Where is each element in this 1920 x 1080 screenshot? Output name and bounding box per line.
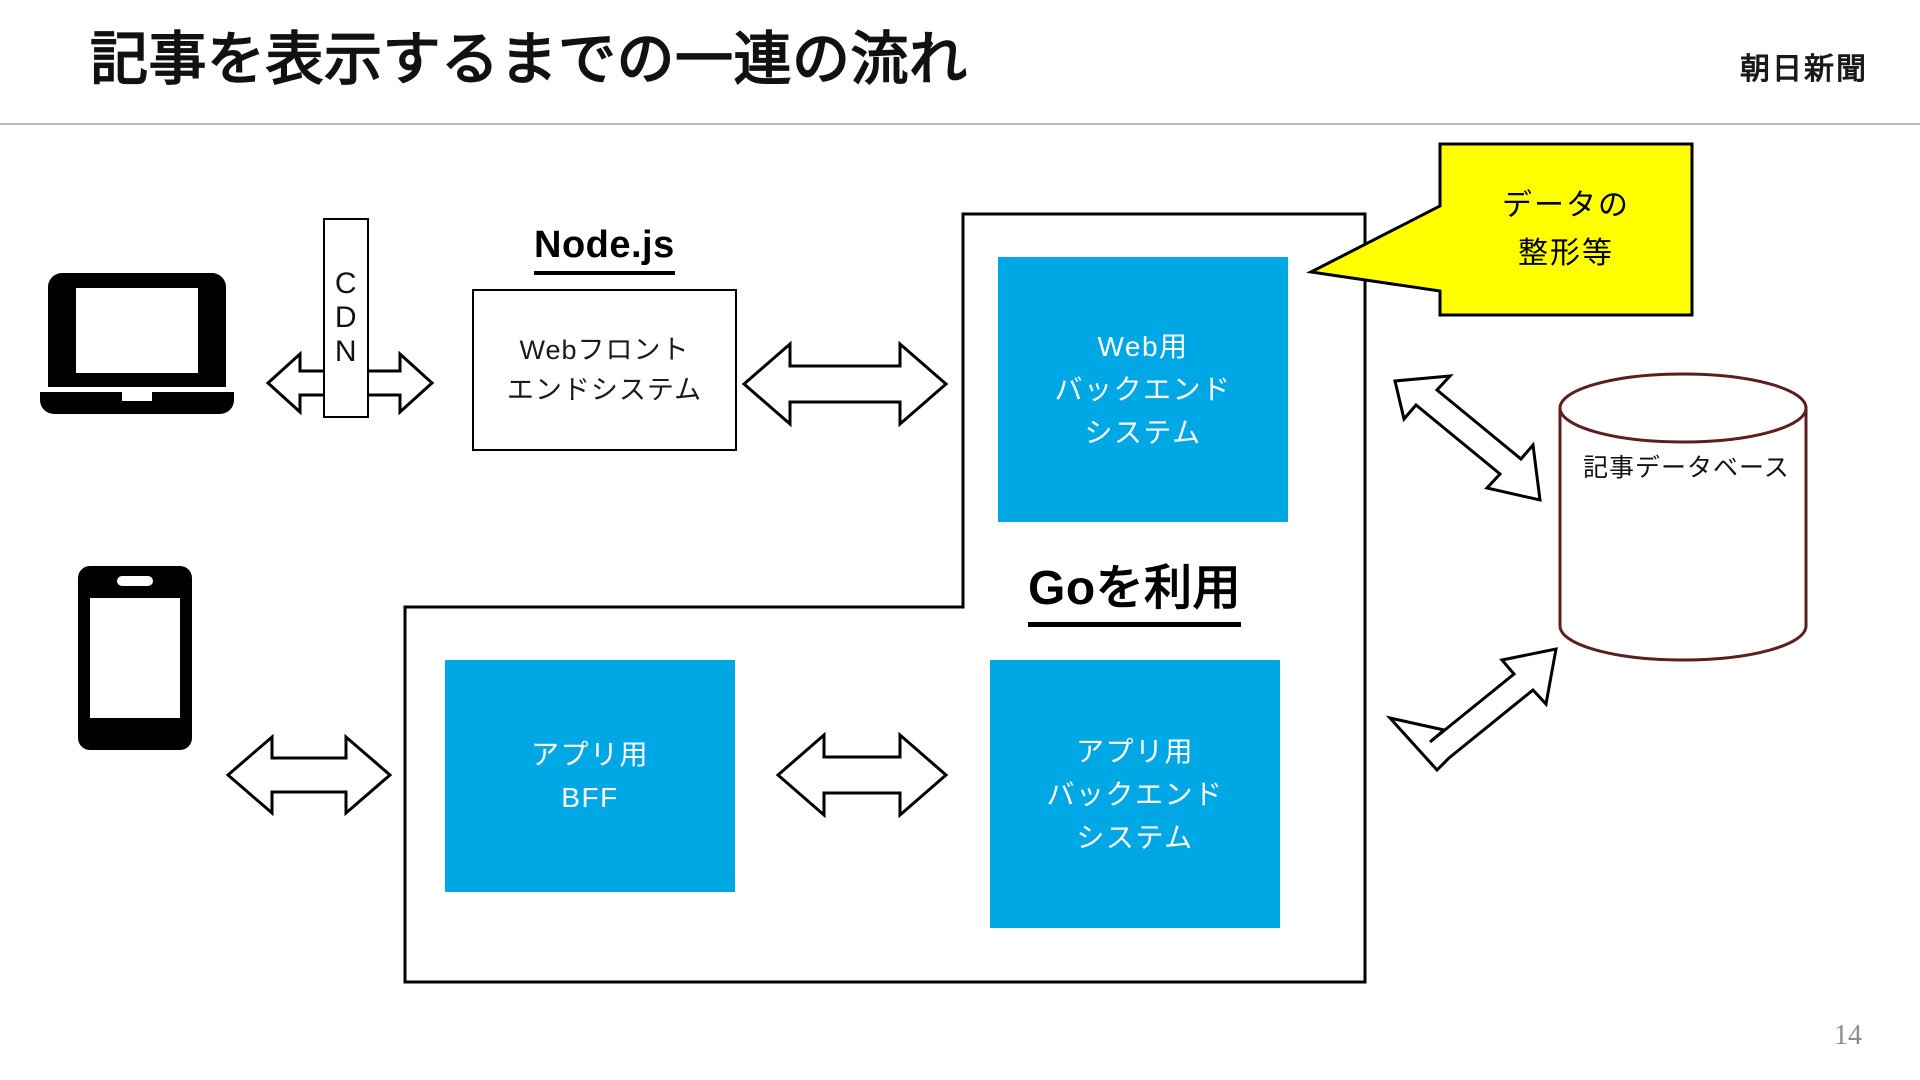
arrow-phone-bff — [225, 733, 393, 817]
cdn-box[interactable]: C D N — [323, 218, 369, 418]
node-app-backend-line-1: アプリ用 — [1075, 735, 1194, 767]
callout-line-2: 整形等 — [1518, 236, 1614, 270]
page-title: 記事を表示するまでの一連の流れ — [90, 27, 968, 92]
node-app-backend-line-3: システム — [1076, 821, 1194, 853]
node-web-backend-line-3: システム — [1084, 417, 1202, 448]
article-database-shape — [1558, 372, 1808, 662]
backend-group-outline — [403, 212, 1367, 984]
node-web-backend-text: Web用 バックエンド システム — [1054, 325, 1231, 454]
node-app-bff[interactable]: アプリ用 BFF — [445, 660, 735, 892]
node-app-bff-line-2: BFF — [561, 782, 619, 813]
node-web-frontend[interactable]: Webフロント エンドシステム — [472, 289, 737, 451]
smartphone-icon — [78, 566, 192, 750]
node-web-frontend-line-1: Webフロント — [519, 335, 690, 365]
callout-data-shaping-shape — [1306, 142, 1694, 317]
brand-logo: 朝日新聞 — [1740, 53, 1868, 86]
node-web-frontend-text: Webフロント エンドシステム — [507, 330, 702, 410]
node-web-frontend-line-2: エンドシステム — [506, 375, 703, 405]
node-app-backend[interactable]: アプリ用 バックエンド システム — [990, 660, 1280, 928]
node-app-backend-text: アプリ用 バックエンド システム — [1046, 730, 1223, 859]
node-app-backend-line-2: バックエンド — [1046, 778, 1224, 810]
node-web-backend-line-1: Web用 — [1097, 331, 1189, 362]
callout-line-1: データの — [1502, 188, 1630, 222]
article-database-label: 記事データベース — [1583, 454, 1790, 482]
tech-label-nodejs: Node.js — [534, 224, 675, 275]
arrow-webbackend-database — [1393, 374, 1542, 502]
arrow-bff-appbackend — [775, 731, 949, 819]
laptop-icon — [40, 273, 234, 414]
slide-header: 記事を表示するまでの一連の流れ 朝日新聞 — [0, 0, 1920, 126]
callout-data-shaping-text: データの 整形等 — [1502, 182, 1630, 278]
diagram-canvas: C D N Node.js Webフロント エンドシステム Web用 バックエン… — [0, 126, 1920, 1080]
diagram-vector-layer — [40, 142, 1808, 984]
header-divider — [0, 123, 1920, 125]
cdn-label: C D N — [334, 267, 358, 368]
arrow-appbackend-database — [1385, 647, 1558, 773]
page-number: 14 — [1834, 1020, 1862, 1051]
node-app-bff-text: アプリ用 BFF — [531, 733, 649, 819]
arrow-webfrontend-webbackend — [741, 340, 949, 428]
node-app-bff-line-1: アプリ用 — [530, 739, 649, 770]
node-web-backend[interactable]: Web用 バックエンド システム — [998, 257, 1288, 522]
tech-label-go: Goを利用 — [1028, 548, 1242, 627]
node-web-backend-line-2: バックエンド — [1054, 374, 1232, 405]
callout-data-shaping[interactable]: データの 整形等 — [1440, 144, 1692, 315]
